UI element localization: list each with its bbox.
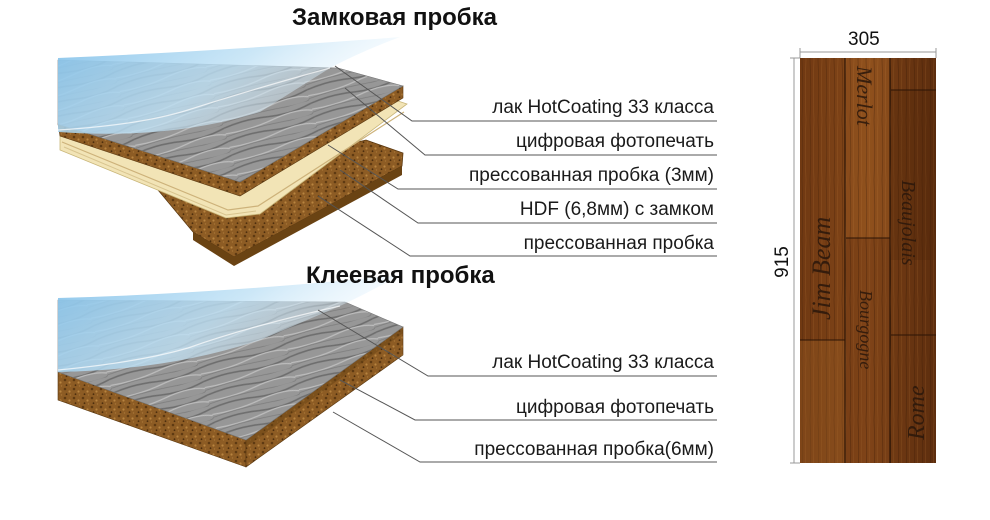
leader-top-2 <box>344 87 717 156</box>
top-section-title: Замковая пробка <box>292 4 497 31</box>
leader-top-1 <box>334 65 717 122</box>
top-layer-stack <box>57 37 408 266</box>
engraving-4: Beaujolais <box>897 180 919 266</box>
leader-top-3 <box>327 144 717 190</box>
plank-width-label: 305 <box>848 29 880 50</box>
plank-dimension-lines <box>790 48 937 464</box>
leader-bottom-3 <box>332 411 717 463</box>
top-hdf-lines <box>61 111 405 211</box>
engraving-5: Bourgogne <box>856 290 876 369</box>
bottom-leader-lines <box>317 309 717 463</box>
bottom-layer-label-2: цифровая фотопечать <box>516 397 714 418</box>
plank-length-label: 915 <box>772 246 793 278</box>
bottom-layer-stack <box>57 275 404 468</box>
bottom-section-title: Клеевая пробка <box>306 262 495 289</box>
top-leader-lines <box>317 65 717 257</box>
leader-bottom-1 <box>317 309 717 377</box>
top-lacquer-sheet <box>58 37 400 134</box>
leader-top-4 <box>339 169 717 224</box>
plank-sample: Jim Beam Rome Merlot Beaujolais Bourgogn… <box>800 58 936 463</box>
top-layer-label-4: HDF (6,8мм) с замком <box>519 199 714 220</box>
top-layer-label-1: лак HotCoating 33 класса <box>492 97 714 118</box>
leader-bottom-2 <box>339 379 717 421</box>
engraving-1: Jim Beam <box>807 217 836 320</box>
leader-top-5 <box>317 195 717 257</box>
bottom-lacquer-sheet <box>58 275 400 372</box>
engraving-2: Rome <box>904 385 930 441</box>
top-layer-label-3: прессованная пробка (3мм) <box>469 165 714 186</box>
bottom-layer-label-3: прессованная пробка(6мм) <box>474 439 714 460</box>
engraving-3: Merlot <box>852 65 877 127</box>
top-layer-label-2: цифровая фотопечать <box>516 131 714 152</box>
bottom-layer-label-1: лак HotCoating 33 класса <box>492 352 714 373</box>
top-layer-label-5: прессованная пробка <box>523 233 714 254</box>
